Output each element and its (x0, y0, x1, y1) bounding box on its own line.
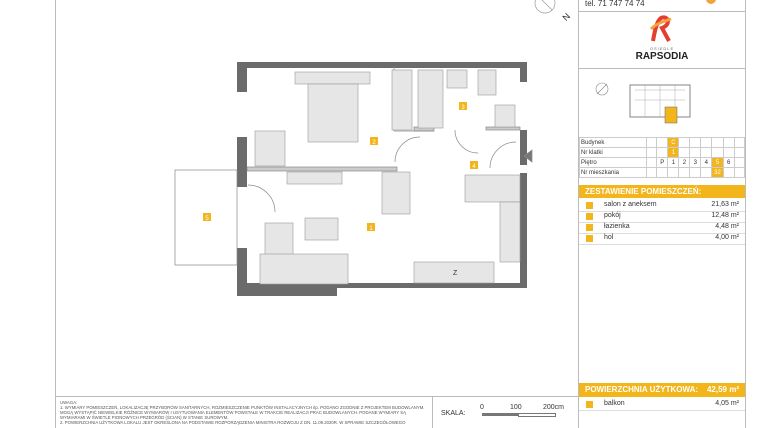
floor-plan: 1 2 3 4 5 Z (174, 62, 533, 296)
furniture (254, 69, 521, 285)
total-area-bar: POWIERZCHNIA UŻYTKOWA:42,59 m² (579, 383, 745, 397)
frame-line (432, 396, 433, 428)
compass-icon (534, 0, 556, 14)
fridge-label: Z (453, 270, 458, 277)
room-label-3: 3 (461, 105, 465, 111)
frame-line (578, 0, 579, 428)
room-label-1: 1 (369, 226, 373, 232)
rooms-summary-header: ZESTAWIENIE POMIESZCZEŃ: (579, 185, 745, 198)
frame-line (745, 0, 746, 428)
key-plan (595, 82, 691, 124)
scale-bar (518, 413, 556, 417)
orange-dot-icon (706, 0, 716, 4)
room-label-5: 5 (205, 216, 209, 222)
room-number-markers (203, 102, 478, 231)
room-label-4: 4 (472, 164, 476, 170)
phone-number: tel. 71 747 74 74 (585, 0, 645, 8)
scale-bar (482, 413, 518, 416)
notes: UWAGA: 1. WYMIARY POMIESZCZEŃ, LOKALIZAC… (60, 400, 425, 425)
frame-line (55, 396, 578, 397)
frame-line (55, 0, 56, 428)
room-label-2: 2 (372, 140, 376, 146)
logo-r-icon (649, 15, 672, 42)
walls (237, 62, 527, 296)
scale-label: SKALA: (441, 410, 466, 417)
